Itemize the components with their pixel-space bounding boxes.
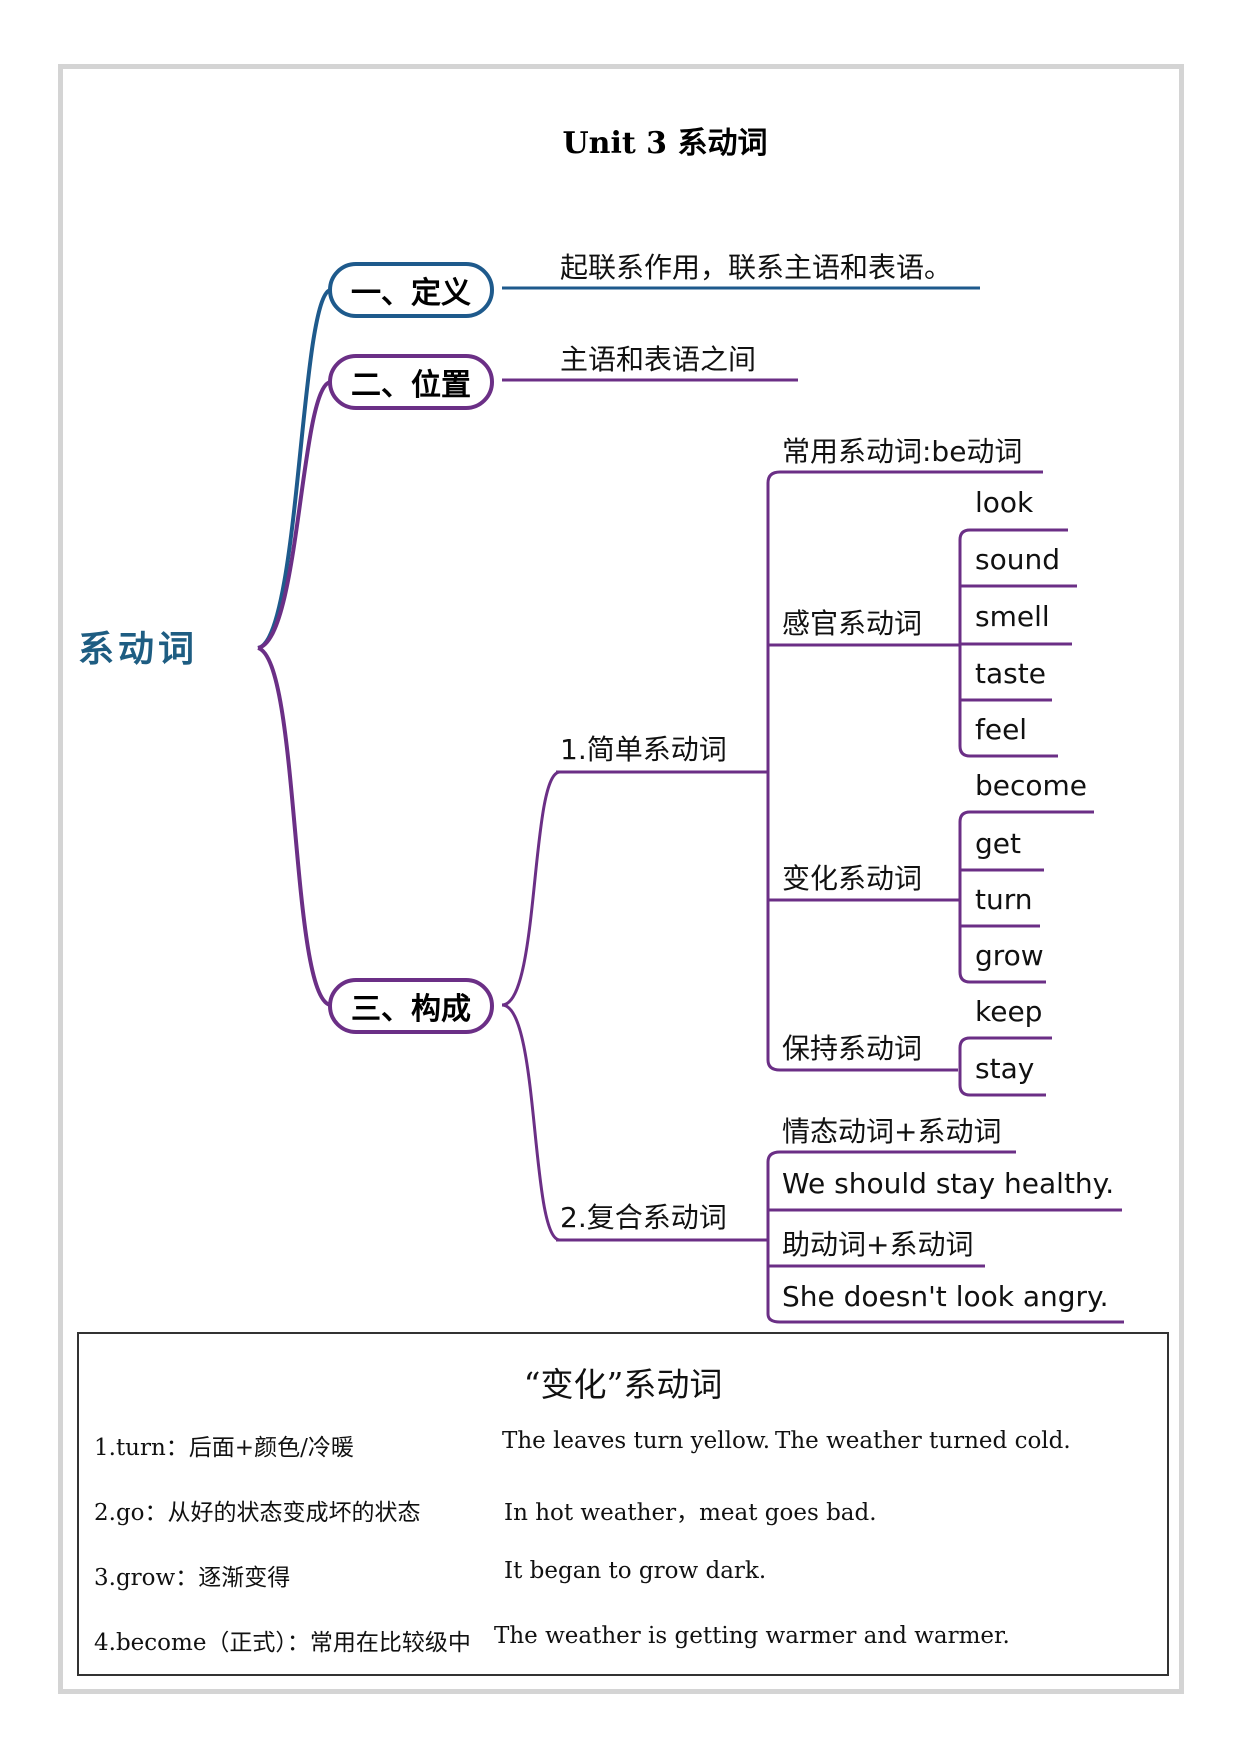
list-item: turn <box>975 883 1033 916</box>
box-example: The weather turned cold. <box>775 1428 1071 1454</box>
list-item: 情态动词+系动词 <box>782 1115 1002 1148</box>
box-rule: 3.grow：逐渐变得 <box>94 1565 291 1591</box>
list-item: smell <box>975 600 1050 633</box>
node-composition: 三、构成 <box>328 978 494 1034</box>
list-item: She doesn't look angry. <box>782 1280 1109 1313</box>
change-linking-verbs: 变化系动词 <box>782 862 923 895</box>
list-item: keep <box>975 995 1043 1028</box>
box-example: It began to grow dark. <box>504 1558 767 1584</box>
page-border <box>58 64 1184 1694</box>
list-item: stay <box>975 1052 1035 1085</box>
box-rule: 1.turn：后面+颜色/冷暖 <box>94 1435 354 1461</box>
keep-linking-verbs: 保持系动词 <box>782 1032 923 1065</box>
box-rule: 2.go：从好的状态变成坏的状态 <box>94 1500 421 1526</box>
list-item: become <box>975 769 1088 802</box>
box-example: The weather is getting warmer and warmer… <box>494 1623 1010 1649</box>
common-linking-verb: 常用系动词:be动词 <box>782 435 1023 468</box>
list-item: look <box>975 486 1034 519</box>
sense-linking-verbs: 感官系动词 <box>782 607 923 640</box>
node-definition: 一、定义 <box>328 262 494 318</box>
change-verbs-box: “变化”系动词 1.turn：后面+颜色/冷暖 The leaves turn … <box>77 1332 1169 1676</box>
box-title: “变化”系动词 <box>523 1365 723 1404</box>
list-item: sound <box>975 543 1060 576</box>
root-node: 系动词 <box>78 629 199 670</box>
box-rule: 4.become（正式）：常用在比较级中 <box>94 1630 471 1656</box>
mind-map-lines <box>256 286 1124 1324</box>
compound-linking-verbs: 2.复合系动词 <box>560 1201 727 1234</box>
node-position: 二、位置 <box>328 354 494 410</box>
list-item: get <box>975 827 1021 860</box>
box-example: In hot weather，meat goes bad. <box>504 1500 877 1526</box>
list-item: taste <box>975 657 1046 690</box>
list-item: We should stay healthy. <box>782 1167 1115 1200</box>
list-item: feel <box>975 713 1028 746</box>
position-text: 主语和表语之间 <box>560 343 757 376</box>
list-item: grow <box>975 939 1044 972</box>
box-example: The leaves turn yellow. <box>502 1428 771 1454</box>
list-item: 助动词+系动词 <box>782 1228 974 1261</box>
simple-linking-verbs: 1.简单系动词 <box>560 733 727 766</box>
definition-text: 起联系作用，联系主语和表语。 <box>560 251 953 284</box>
page-title: Unit 3 系动词 <box>562 126 768 161</box>
